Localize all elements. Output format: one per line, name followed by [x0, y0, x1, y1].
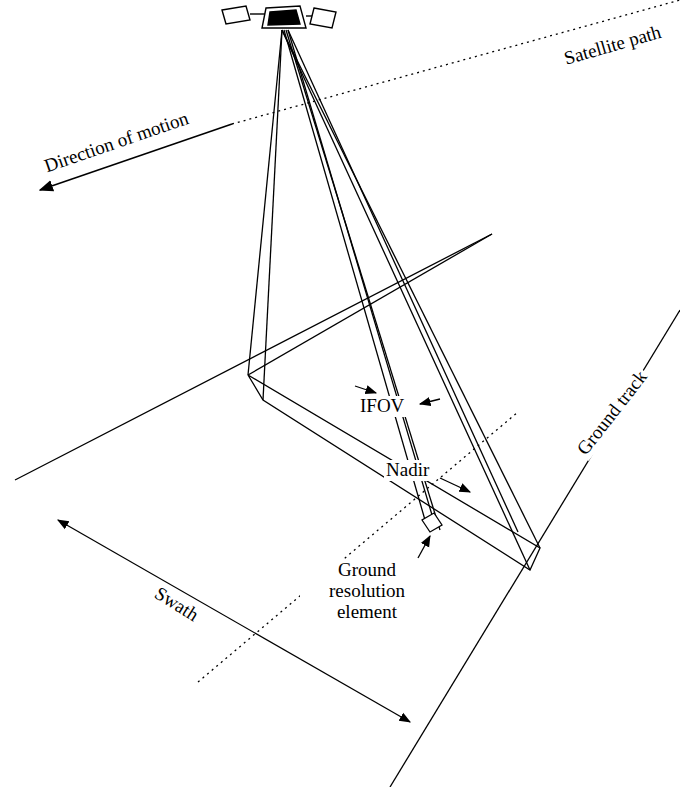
label: Ground track [572, 365, 653, 460]
label: Direction of motion [40, 108, 193, 178]
nadir-leader [440, 478, 470, 492]
element-leader [418, 536, 430, 558]
satellite [222, 6, 336, 28]
ifov-arrow [355, 386, 376, 393]
ifov-arrow [420, 399, 440, 404]
satellite-path [232, 0, 680, 124]
label: IFOV [358, 396, 406, 417]
ifov-beam [284, 30, 442, 532]
label: Swath [149, 582, 204, 627]
swath-edge [15, 234, 492, 480]
label: Ground resolution element [300, 560, 434, 623]
swath-edge [390, 310, 680, 787]
label: Satellite path [560, 21, 665, 70]
ground-track [198, 412, 518, 682]
view-pyramid [248, 30, 540, 570]
label: Nadir [384, 460, 431, 481]
